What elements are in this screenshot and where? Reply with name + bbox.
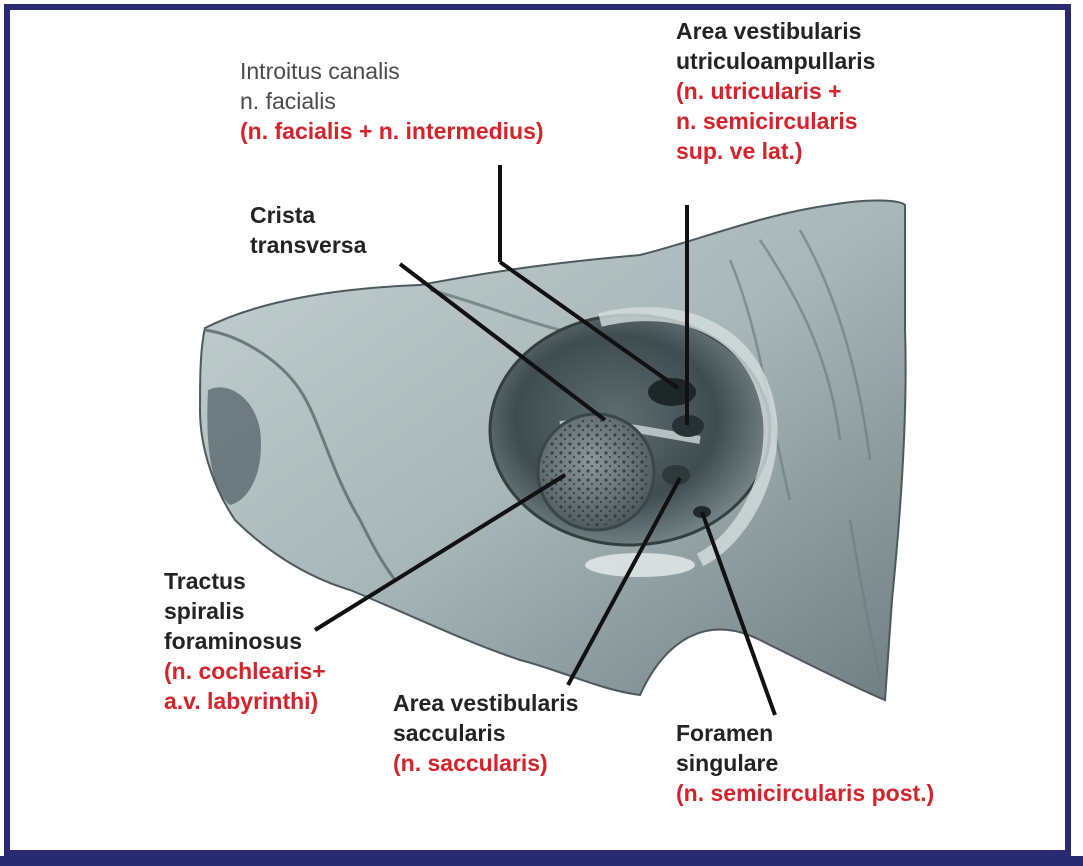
label-tractus-line1: Tractus [164, 566, 326, 596]
label-crista-line1: Crista [250, 200, 366, 230]
label-crista-transversa: Crista transversa [250, 200, 366, 260]
label-introitus-line1: Introitus canalis [240, 56, 544, 86]
label-tractus-line2: spiralis [164, 596, 326, 626]
label-tractus-nerve1: (n. cochlearis+ [164, 656, 326, 686]
label-tractus-line3: foraminosus [164, 626, 326, 656]
label-foramen-line1: Foramen [676, 718, 934, 748]
label-foramen-nerve: (n. semicircularis post.) [676, 778, 934, 808]
label-utriculo-line1: Area vestibularis [676, 16, 875, 46]
label-introitus-line2: n. facialis [240, 86, 544, 116]
cochlear-dots [542, 418, 650, 526]
label-area-utriculoampullaris: Area vestibularis utriculoampullaris (n.… [676, 16, 875, 166]
label-saccularis-line1: Area vestibularis [393, 688, 578, 718]
label-saccularis-line2: saccularis [393, 718, 578, 748]
label-tractus-spiralis: Tractus spiralis foraminosus (n. cochlea… [164, 566, 326, 716]
label-saccularis-nerve: (n. saccularis) [393, 748, 578, 778]
label-utriculo-nerve3: sup. ve lat.) [676, 136, 875, 166]
label-introitus-nerve: (n. facialis + n. intermedius) [240, 116, 544, 146]
label-utriculo-line2: utriculoampullaris [676, 46, 875, 76]
label-crista-line2: transversa [250, 230, 366, 260]
label-foramen-line2: singulare [676, 748, 934, 778]
label-area-saccularis: Area vestibularis saccularis (n. saccula… [393, 688, 578, 778]
label-tractus-nerve2: a.v. labyrinthi) [164, 686, 326, 716]
label-utriculo-nerve1: (n. utricularis + [676, 76, 875, 106]
bone-bottom-ledge [585, 553, 695, 577]
label-utriculo-nerve2: n. semicircularis [676, 106, 875, 136]
label-introitus-canalis: Introitus canalis n. facialis (n. facial… [240, 56, 544, 146]
label-foramen-singulare: Foramen singulare (n. semicircularis pos… [676, 718, 934, 808]
